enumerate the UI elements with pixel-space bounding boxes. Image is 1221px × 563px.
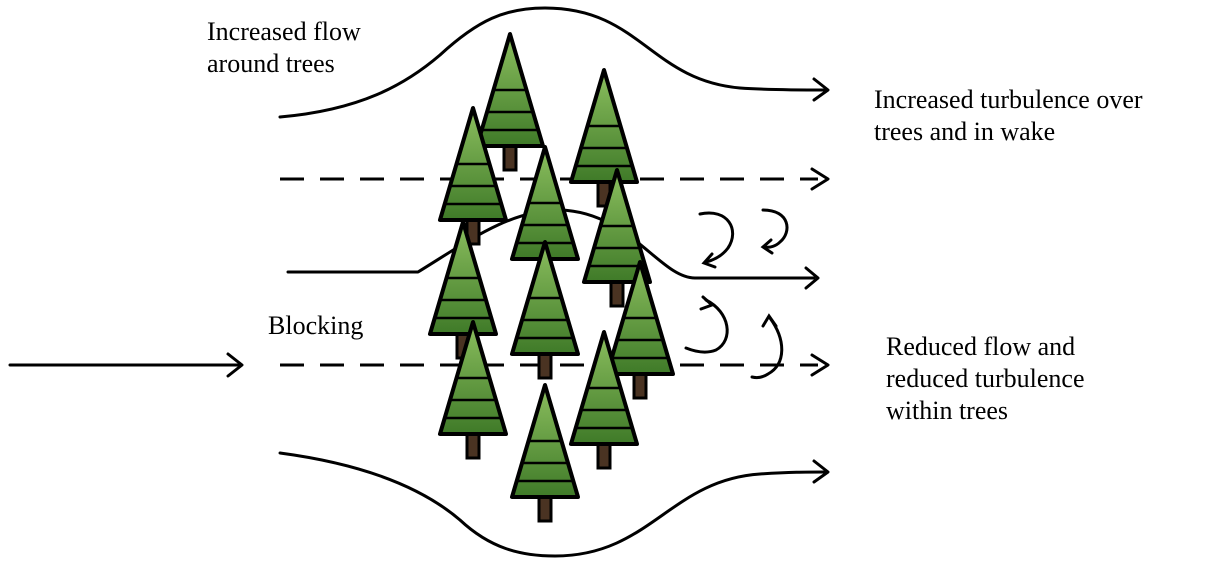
tree-icon xyxy=(569,68,639,208)
label-reduced-flow-line1: Reduced flow and xyxy=(886,332,1076,361)
label-increased-flow-line1: Increased flow xyxy=(207,17,361,46)
label-reduced-flow-line2: reduced turbulence xyxy=(886,364,1085,393)
arrowhead-icon xyxy=(810,167,830,191)
arrowhead-icon xyxy=(812,459,830,484)
eddy-arrow-icon xyxy=(760,208,789,255)
arrowhead-icon xyxy=(812,77,830,102)
label-increased-turbulence: Increased turbulence over trees and in w… xyxy=(874,84,1143,148)
bottom-flow-curve xyxy=(278,451,828,558)
tree-icon xyxy=(510,383,580,523)
eddy-arrow-icon xyxy=(698,211,735,269)
label-increased-flow-line2: around trees xyxy=(207,49,335,78)
eddy-arrow-icon xyxy=(684,295,729,354)
label-increased-flow: Increased flow around trees xyxy=(207,16,361,80)
label-increased-turbulence-line1: Increased turbulence over xyxy=(874,85,1143,114)
label-reduced-flow: Reduced flow and reduced turbulence with… xyxy=(886,331,1085,427)
label-blocking: Blocking xyxy=(268,311,364,340)
label-increased-turbulence-line2: trees and in wake xyxy=(874,117,1056,146)
tree-icon xyxy=(428,220,498,360)
tree-icon xyxy=(510,240,580,380)
label-reduced-flow-line3: within trees xyxy=(886,396,1009,425)
arrowhead-icon xyxy=(804,266,820,290)
top-flow-curve xyxy=(278,6,828,119)
tree-icon xyxy=(438,320,508,460)
eddy-arrow-icon xyxy=(750,313,784,380)
arrowhead-icon xyxy=(226,352,244,378)
arrowhead-icon xyxy=(810,353,830,377)
